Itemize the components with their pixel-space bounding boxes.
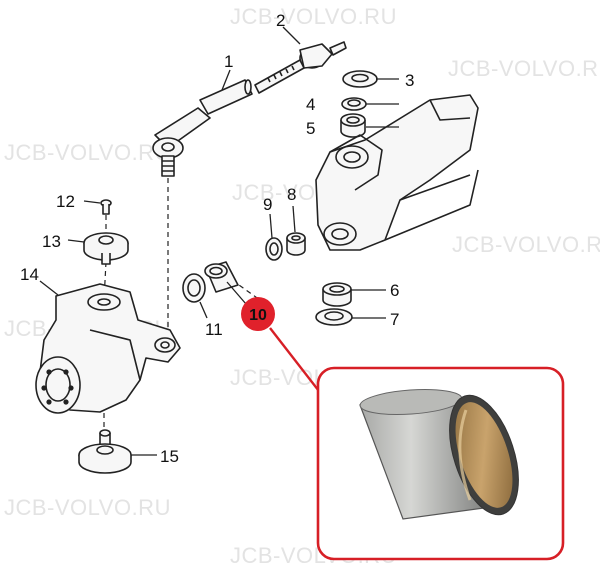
bush-part-10-small bbox=[204, 261, 239, 293]
label-part-2: 2 bbox=[276, 11, 285, 30]
watermark: JCB-VOLVO.RU bbox=[448, 56, 600, 81]
callout-badge bbox=[241, 297, 275, 331]
label-part-3: 3 bbox=[405, 71, 414, 90]
label-part-7: 7 bbox=[390, 310, 399, 329]
label-part-12: 12 bbox=[56, 192, 75, 211]
seal-part-11 bbox=[182, 273, 206, 303]
seal-part-7 bbox=[315, 308, 353, 326]
label-part-8: 8 bbox=[287, 185, 296, 204]
label-part-13: 13 bbox=[42, 232, 61, 251]
axle-housing bbox=[315, 94, 479, 251]
bearing-part-6 bbox=[322, 282, 352, 307]
label-part-14: 14 bbox=[20, 265, 39, 284]
bearing-part-5 bbox=[340, 113, 366, 138]
tube-part-1 bbox=[199, 79, 253, 115]
bush-part-8 bbox=[286, 232, 306, 256]
label-part-15: 15 bbox=[160, 447, 179, 466]
pin-flange-part-15 bbox=[78, 429, 132, 474]
label-part-5: 5 bbox=[306, 119, 315, 138]
tie-rod-end-part-2 bbox=[254, 41, 347, 94]
watermark: JCB-VOLVO.RU bbox=[4, 140, 171, 165]
watermark: JCB-VOLVO.RU bbox=[230, 4, 397, 29]
seal-part-4 bbox=[341, 97, 367, 111]
leader-lines bbox=[39, 26, 399, 456]
label-part-9: 9 bbox=[263, 195, 272, 214]
washer-part-3 bbox=[342, 70, 378, 88]
tie-rod-arm bbox=[152, 107, 211, 177]
pin-flange-part-13 bbox=[83, 232, 129, 265]
watermark: JCB-VOLVO.RU bbox=[452, 232, 600, 257]
bush-part-10-zoom bbox=[359, 389, 519, 520]
steering-knuckle-part-14 bbox=[35, 283, 181, 414]
watermark: JCB-VOLVO.RU bbox=[4, 495, 171, 520]
label-part-10: 10 bbox=[249, 307, 267, 324]
label-part-1: 1 bbox=[224, 52, 233, 71]
label-part-4: 4 bbox=[306, 95, 315, 114]
washer-part-9 bbox=[265, 237, 283, 261]
label-part-11: 11 bbox=[205, 320, 223, 339]
bolt-part-12 bbox=[100, 199, 112, 215]
label-part-6: 6 bbox=[390, 281, 399, 300]
